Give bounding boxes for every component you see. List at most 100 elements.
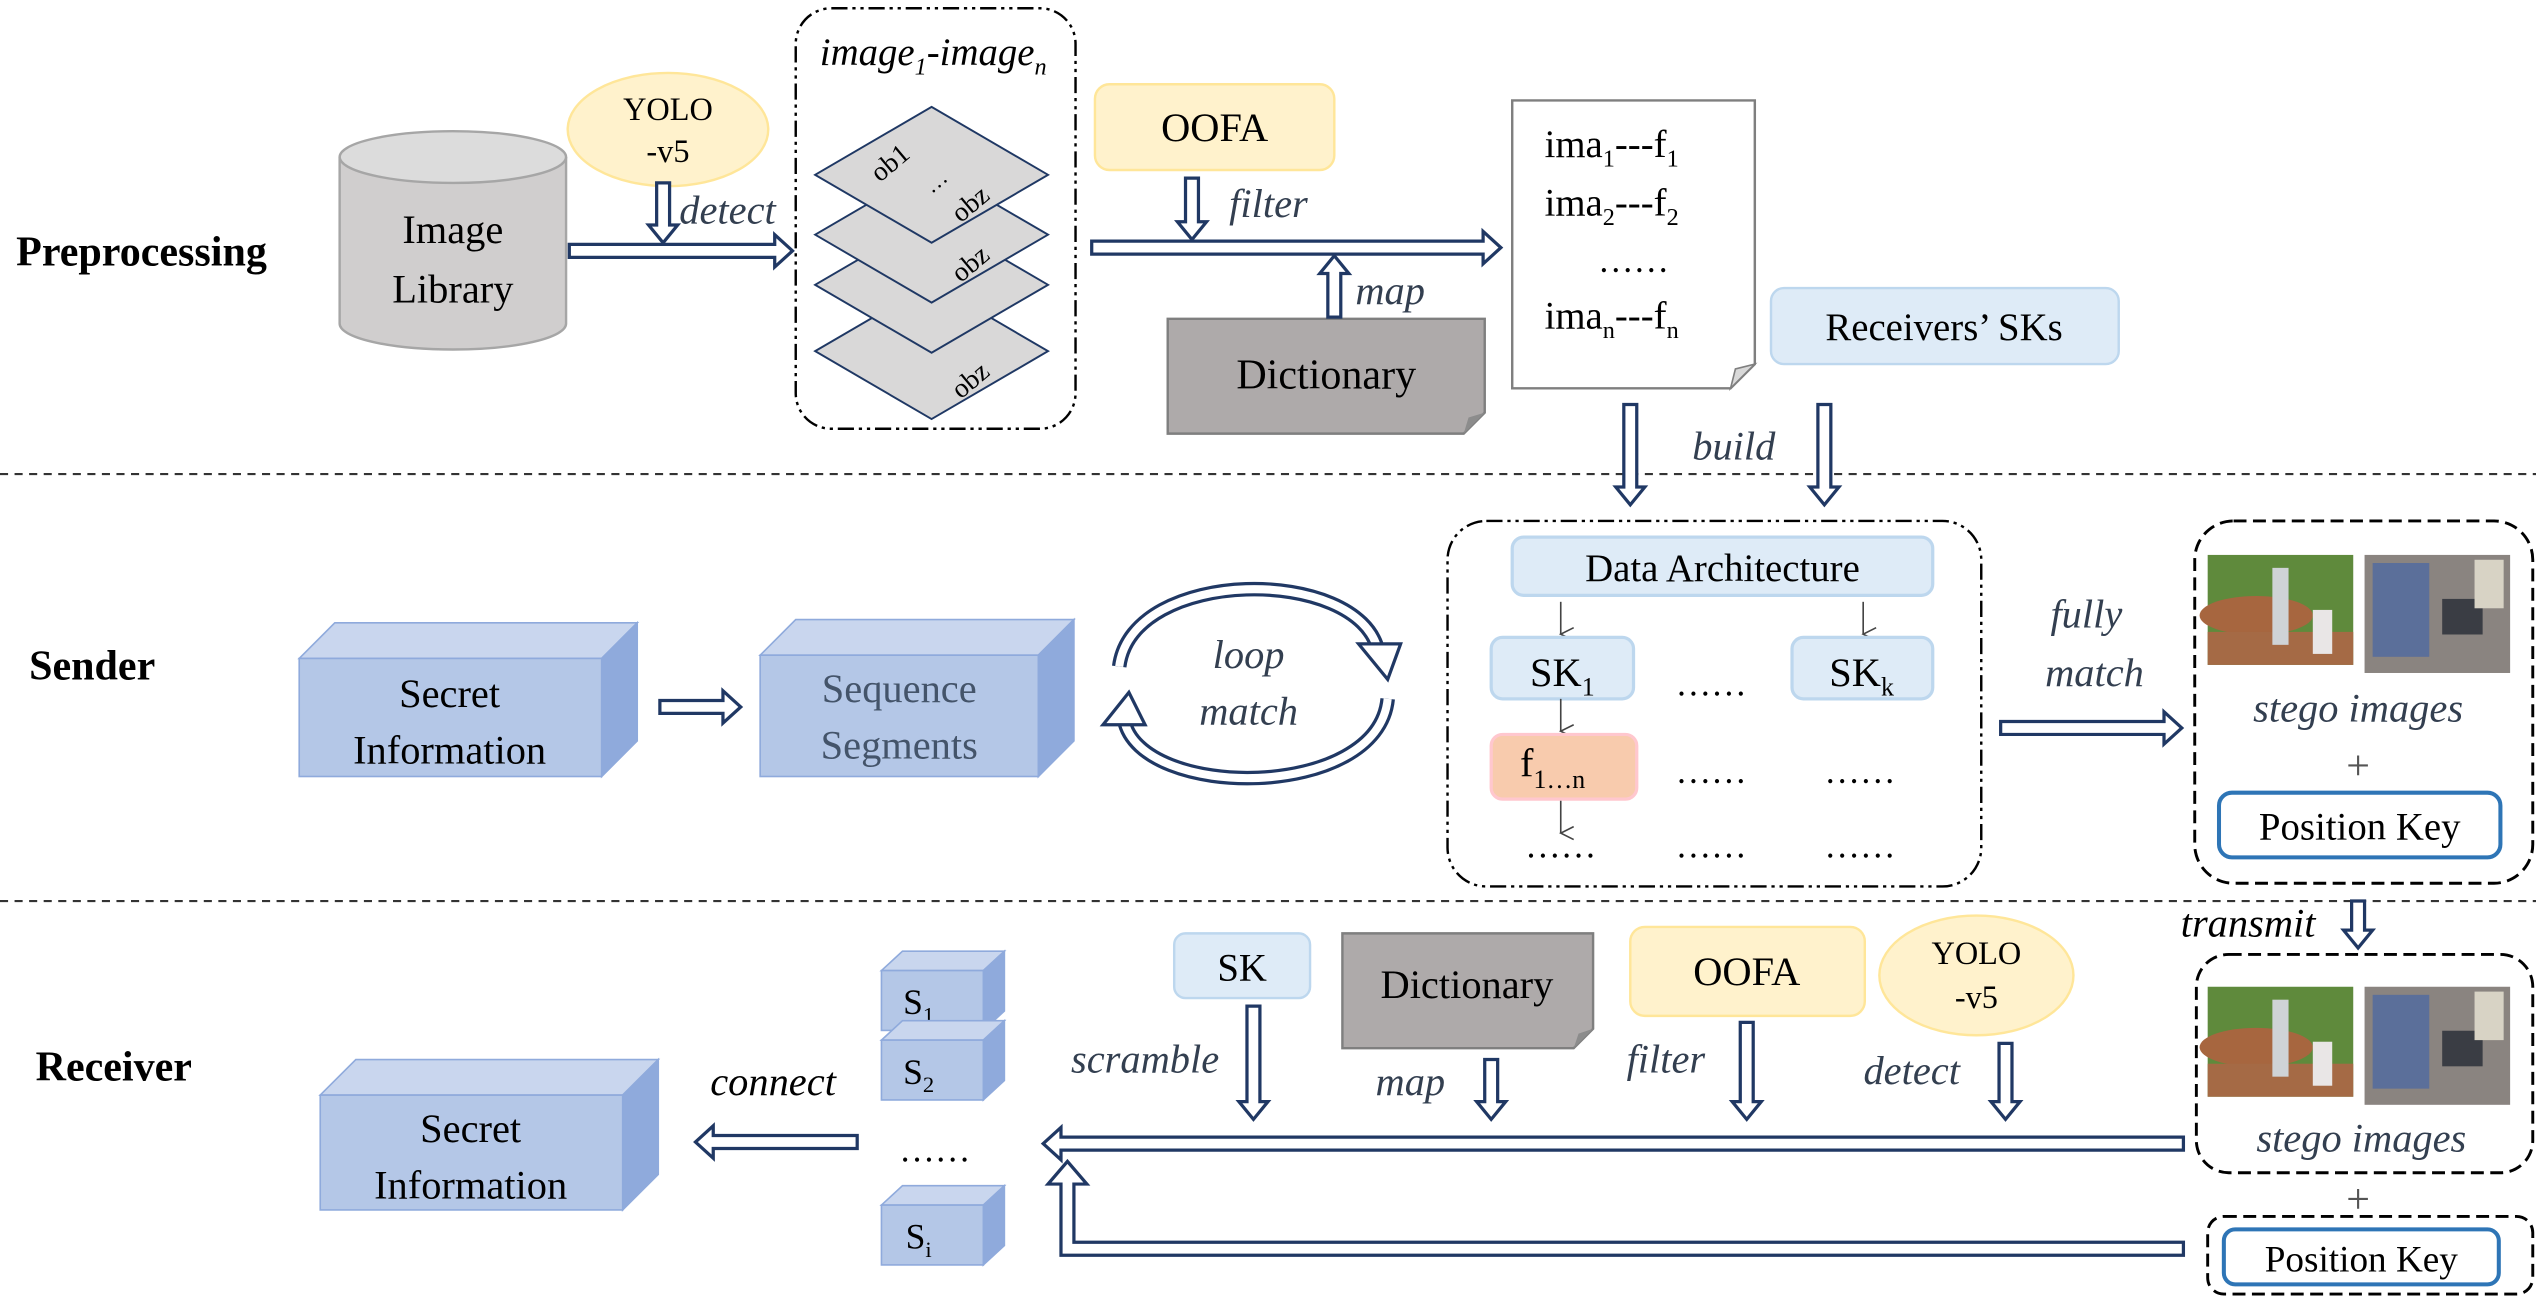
data-architecture-container	[1446, 519, 1983, 888]
received-stego-container	[2194, 952, 2535, 1175]
image-layer	[813, 105, 1050, 244]
baseball-player	[2272, 999, 2289, 1077]
loop-label: loop	[1213, 632, 1285, 677]
receivers-sks-box	[1769, 286, 2120, 366]
yolo-ellipse: YOLO -v5	[1878, 914, 2075, 1037]
segment-arrow	[658, 687, 744, 727]
segment-label: S2	[903, 1052, 934, 1097]
position-key-label: Position Key	[2259, 806, 2461, 849]
transmit-arrow	[2340, 899, 2377, 951]
segment-label: S1	[903, 982, 934, 1027]
plus-sign: +	[2346, 1177, 2370, 1223]
detect-label: detect	[679, 187, 777, 232]
stego-images	[2199, 554, 2511, 673]
filter-arrow	[1728, 1020, 1765, 1122]
secret-information-cube: Secret Information	[297, 620, 640, 779]
dictionary-box: Dictionary	[1341, 932, 1595, 1050]
image-stack: obzobzobzob1…	[813, 105, 1050, 421]
mapping-ellipsis: ……	[1598, 240, 1669, 280]
secret-information-label: Information	[374, 1163, 567, 1208]
filter-flow-arrow	[1090, 227, 1504, 268]
dictionary-label: Dictionary	[1236, 352, 1416, 398]
oofa-box	[1629, 925, 1867, 1018]
stego-images-label: stego images	[2256, 1116, 2466, 1161]
ellipsis: ……	[1676, 825, 1747, 865]
fully-label: fully	[2050, 592, 2122, 637]
office-window	[2474, 991, 2504, 1041]
yolo-label: YOLO	[623, 91, 713, 127]
fully-match-arrow	[1999, 708, 2185, 748]
data-architecture-box	[1510, 535, 1935, 597]
map-label: map	[1355, 268, 1425, 313]
loop-match-arrows	[1099, 581, 1403, 786]
oofa-down-arrow	[1174, 176, 1210, 243]
office-shelf	[2372, 994, 2430, 1089]
f-box	[1489, 732, 1639, 801]
image-library-label: Library	[392, 267, 514, 312]
ellipsis: ……	[1676, 664, 1747, 704]
baseball-catcher	[2312, 609, 2333, 654]
loop-arrow-lower	[1120, 698, 1392, 783]
detect-arrow	[1987, 1041, 2024, 1122]
ellipsis: ……	[1525, 825, 1596, 865]
connect-arrow	[693, 1122, 859, 1162]
scramble-arrow	[1235, 1004, 1272, 1122]
oofa-label: OOFA	[1161, 105, 1268, 150]
yolo-label: YOLO	[1931, 935, 2021, 971]
yolo-label: -v5	[1955, 979, 1998, 1015]
skk-box	[1790, 635, 1935, 701]
secret-information-label: Secret	[399, 671, 500, 716]
section-label-preprocessing: Preprocessing	[16, 229, 267, 275]
map-arrow	[1473, 1057, 1510, 1122]
flow-arrows	[567, 176, 2377, 1257]
mapping-line: ima1---f1	[1545, 123, 1679, 173]
position-key-box	[2221, 1227, 2501, 1287]
build-arrow	[1612, 402, 1649, 508]
position-key-box	[2216, 790, 2503, 860]
connect-label: connect	[710, 1059, 837, 1104]
baseball-player	[2272, 567, 2289, 645]
detect-label: detect	[1863, 1048, 1961, 1093]
ellipsis: ……	[1824, 751, 1895, 791]
sk1-label: SK1	[1530, 650, 1595, 702]
sequence-segments-cube: Sequence Segments	[758, 617, 1076, 779]
match-label: match	[2045, 650, 2144, 695]
sequence-segments-label: Segments	[821, 723, 978, 768]
map-up-arrow	[1316, 253, 1353, 319]
oofa-label: OOFA	[1693, 949, 1800, 994]
f-label: f1…n	[1520, 740, 1585, 793]
secret-information-label: Secret	[420, 1106, 521, 1151]
build-arrow	[1806, 402, 1843, 508]
image-library-label: Image	[402, 207, 503, 252]
section-label-sender: Sender	[29, 643, 155, 689]
mapping-line: ima2---f2	[1545, 181, 1679, 231]
loop-arrowhead	[1099, 689, 1148, 727]
ellipsis: ……	[1824, 825, 1895, 865]
section-label-receiver: Receiver	[36, 1045, 192, 1091]
build-label: build	[1692, 423, 1776, 468]
match-label: match	[1199, 689, 1298, 734]
baseball-photo-dirt	[2199, 1027, 2313, 1067]
stego-images	[2199, 986, 2511, 1105]
filter-label: filter	[1627, 1036, 1706, 1081]
sk1-box	[1489, 635, 1636, 701]
loop-arrow-upper	[1115, 585, 1382, 668]
position-key-arrow	[1044, 1158, 2186, 1257]
receivers-sks-label: Receivers’ SKs	[1825, 306, 2062, 349]
mapping-document: ima1---f1 ima2---f2 …… iman---fn	[1511, 99, 1758, 391]
plus-sign: +	[2346, 744, 2370, 790]
secret-information-cube: Secret Information	[318, 1057, 661, 1212]
position-key-label: Position Key	[2265, 1239, 2459, 1280]
dictionary-label: Dictionary	[1381, 962, 1555, 1007]
segment-cube	[880, 1039, 985, 1101]
office-shelf	[2372, 563, 2430, 657]
yolo-ellipse: YOLO -v5	[566, 71, 770, 188]
segment-cube	[880, 1204, 985, 1266]
dictionary-box: Dictionary	[1166, 317, 1486, 435]
office-window	[2474, 559, 2504, 609]
ellipsis: ……	[899, 1129, 970, 1169]
data-architecture-label: Data Architecture	[1585, 547, 1860, 590]
scramble-label: scramble	[1071, 1036, 1219, 1081]
